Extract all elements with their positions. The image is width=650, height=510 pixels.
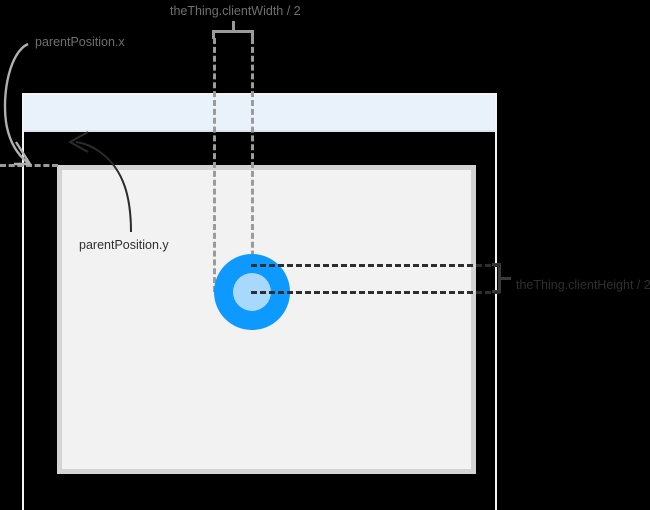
measure-bracket-vertical-tick-icon bbox=[500, 277, 511, 280]
label-parent-position-x: parentPosition.x bbox=[35, 35, 125, 49]
guide-line-thing-top bbox=[251, 264, 500, 267]
guide-line-parent-position-y bbox=[0, 164, 58, 167]
label-client-width: theThing.clientWidth / 2 bbox=[170, 4, 301, 18]
guide-line-content-left-edge bbox=[213, 38, 216, 292]
measure-bracket-horizontal-icon bbox=[212, 30, 254, 39]
measure-bracket-horizontal-tick-icon bbox=[232, 21, 235, 31]
guide-line-thing-center-horizontal bbox=[251, 291, 500, 294]
label-client-height: theThing.clientHeight / 2 bbox=[516, 278, 650, 292]
label-parent-position-y: parentPosition.y bbox=[79, 238, 169, 252]
guide-line-thing-center-vertical bbox=[251, 38, 254, 292]
browser-window-titlebar bbox=[24, 95, 495, 132]
browser-window-frame bbox=[22, 93, 497, 510]
